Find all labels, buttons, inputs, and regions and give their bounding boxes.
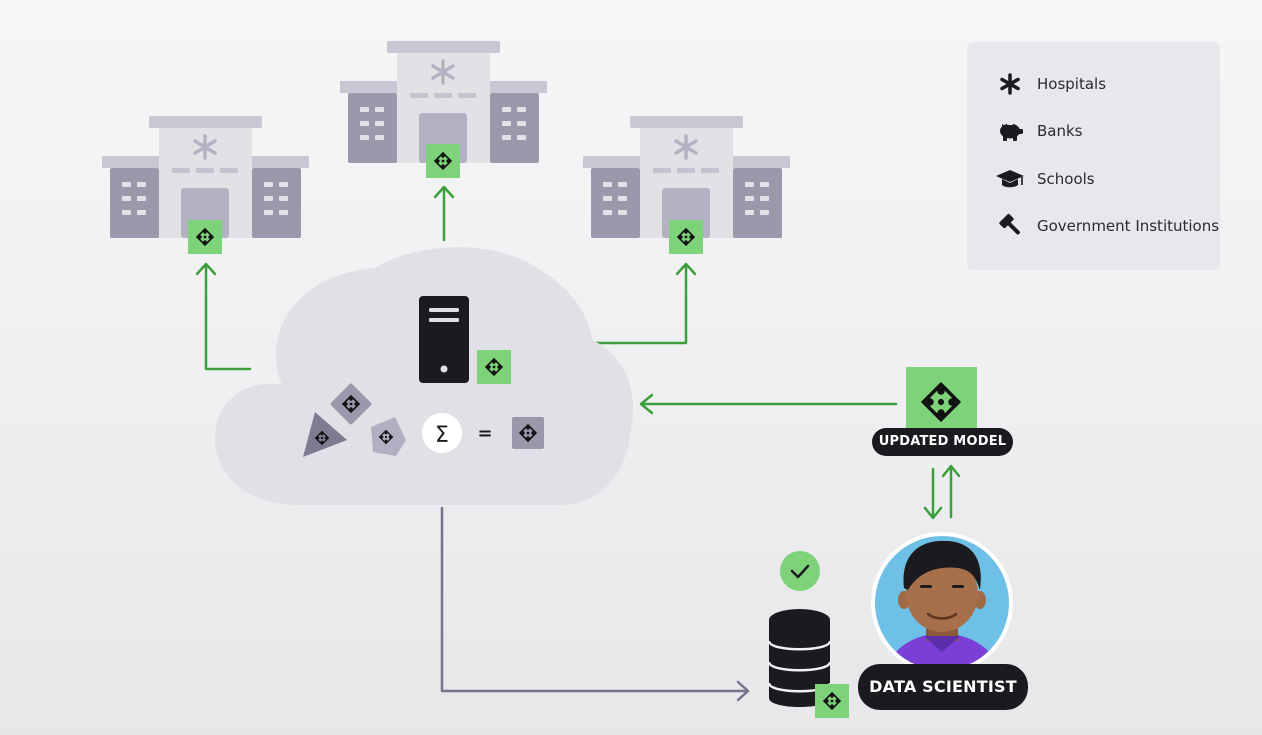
legend-panel: Hospitals Banks Schools Government Insti… xyxy=(967,42,1220,270)
aggregated-model-icon xyxy=(512,417,544,449)
graduation-cap-icon xyxy=(995,165,1025,193)
legend-label: Schools xyxy=(1037,170,1095,188)
hospital-building-center xyxy=(338,39,549,178)
updated-model-icon xyxy=(906,367,977,438)
model-fragments xyxy=(303,383,406,457)
hospital-building-left xyxy=(100,114,311,254)
database-icon xyxy=(767,609,832,707)
model-badge-icon xyxy=(669,220,703,254)
model-badge-icon xyxy=(477,350,511,384)
hospital-building-right xyxy=(581,114,792,254)
legend-item-government: Government Institutions xyxy=(995,212,1219,240)
data-scientist-avatar xyxy=(871,532,1013,674)
data-flow-arrow xyxy=(440,506,750,702)
legend-item-hospitals: Hospitals xyxy=(995,70,1106,98)
legend-item-banks: Banks xyxy=(995,117,1083,145)
updated-model-label: UPDATED MODEL xyxy=(872,428,1013,456)
legend-label: Hospitals xyxy=(1037,75,1107,93)
data-scientist-label: DATA SCIENTIST xyxy=(858,664,1028,710)
piggy-bank-icon xyxy=(995,117,1025,145)
sum-circle xyxy=(422,413,462,453)
check-icon xyxy=(780,551,820,591)
equals-symbol: = xyxy=(477,423,492,444)
distribution-arrows xyxy=(195,185,697,371)
asterisk-icon xyxy=(995,70,1025,98)
model-badge-icon xyxy=(815,684,849,718)
server-icon xyxy=(419,296,469,383)
sum-symbol: Σ xyxy=(435,423,449,448)
legend-label: Banks xyxy=(1037,122,1083,140)
updated-model-arrow xyxy=(639,393,898,415)
model-badge-icon xyxy=(426,144,460,178)
model-badge-icon xyxy=(188,220,222,254)
legend-label: Government Institutions xyxy=(1037,217,1220,235)
legend-item-schools: Schools xyxy=(995,165,1095,193)
gavel-icon xyxy=(995,212,1025,240)
exchange-arrows xyxy=(923,464,961,520)
